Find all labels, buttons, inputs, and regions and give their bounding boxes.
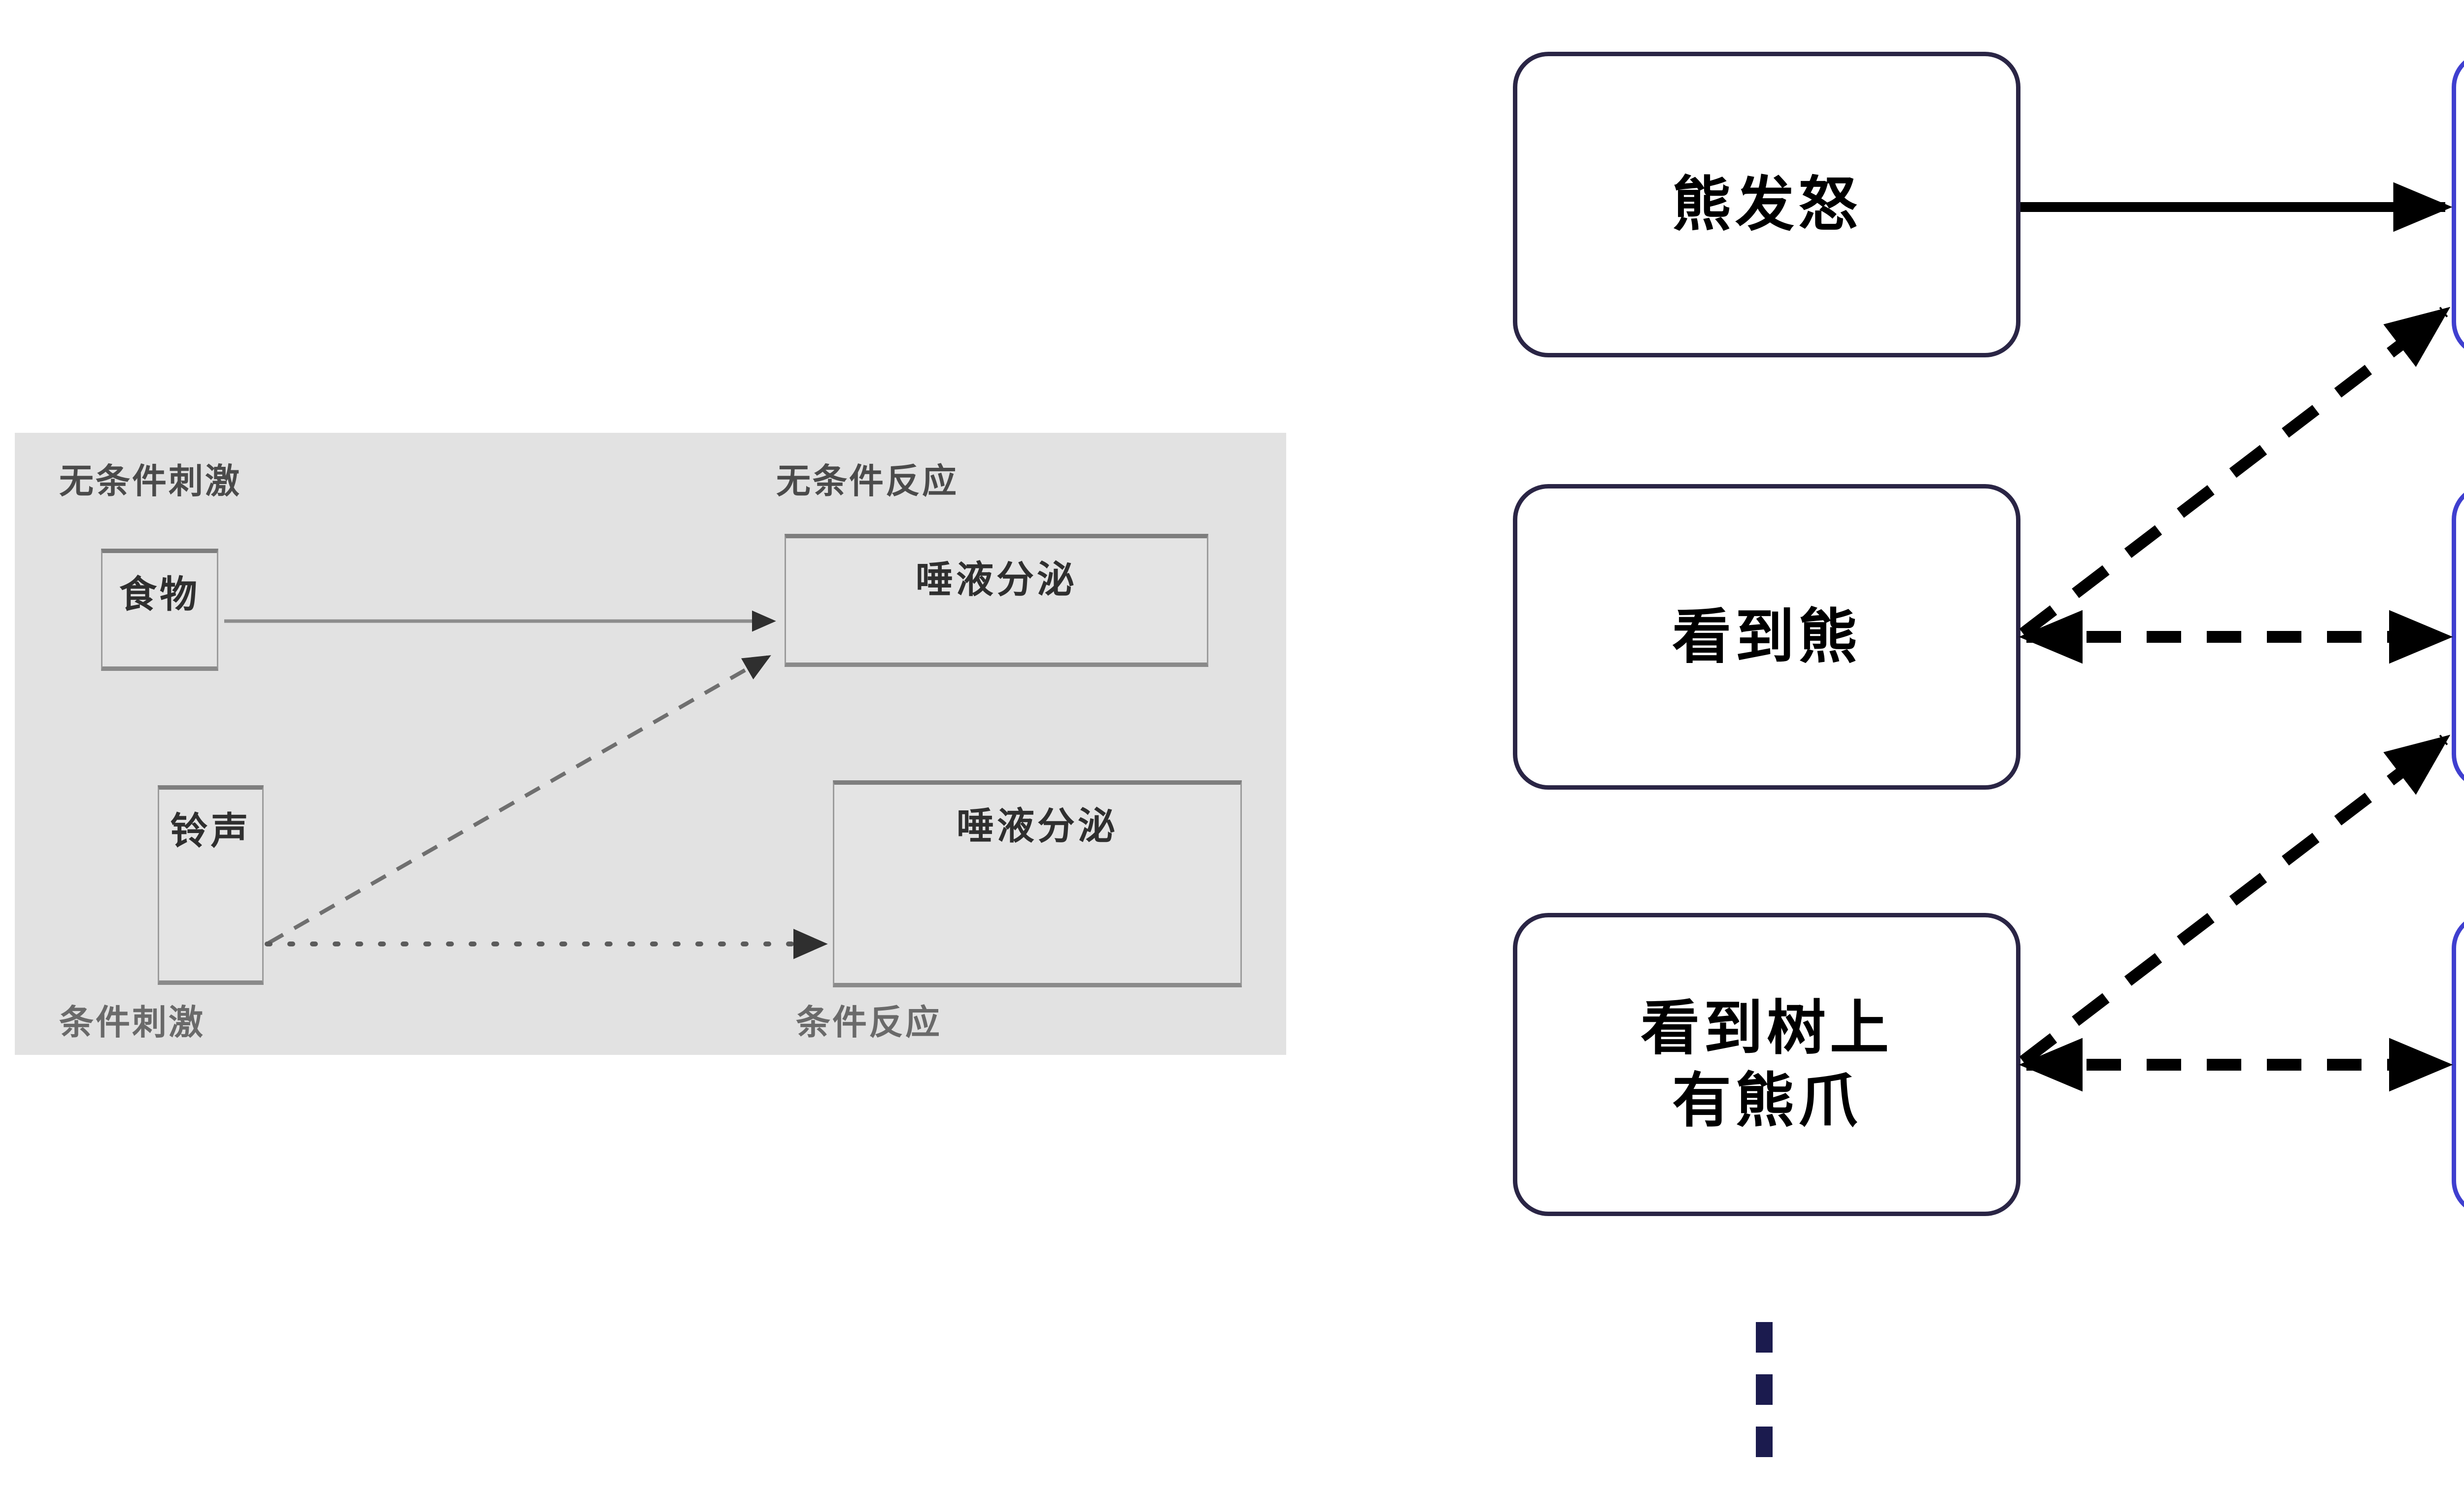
box-salivation-unconditioned: 唾液分泌 xyxy=(785,534,1208,667)
arrow-bell-to-salivation-diagonal xyxy=(268,655,771,945)
node-bear-angry[interactable]: 熊发怒 xyxy=(1513,52,2020,357)
label-unconditioned-response: 无条件反应 xyxy=(776,462,958,500)
node-see-bear[interactable]: 看到熊 xyxy=(1513,484,2020,790)
box-bell-label: 铃声 xyxy=(170,810,251,852)
box-bell: 铃声 xyxy=(158,785,264,985)
label-conditioned-stimulus: 条件刺激 xyxy=(59,1003,205,1042)
ellipsis-dot xyxy=(1756,1374,1773,1405)
arrow-see-bear-to-reward-diagonal xyxy=(2019,307,2451,638)
node-value-s[interactable]: V(s) xyxy=(2452,913,2464,1216)
box-food-label: 食物 xyxy=(119,574,200,616)
box-salivation-conditioned-label: 唾液分泌 xyxy=(957,805,1118,847)
classical-conditioning-panel: 无条件刺激 无条件反应 食物 唾液分泌 铃声 唾液分泌 条件刺激 条件反应 xyxy=(15,433,1286,1055)
ellipsis-dot xyxy=(1756,1322,1773,1353)
node-value-s-prime[interactable]: V(s′) xyxy=(2452,484,2464,790)
node-see-bear-claw[interactable]: 看到树上 有熊爪 xyxy=(1513,913,2020,1216)
classical-conditioning-arrows xyxy=(224,610,828,959)
node-reward[interactable]: 奖励 xyxy=(2452,52,2464,357)
label-unconditioned-stimulus: 无条件刺激 xyxy=(59,462,241,500)
node-see-bear-label: 看到熊 xyxy=(1672,603,1861,670)
box-food: 食物 xyxy=(101,549,218,671)
ellipsis-dot xyxy=(1756,1427,1773,1457)
node-see-bear-claw-label: 看到树上 有熊爪 xyxy=(1641,995,1893,1134)
node-bear-angry-label: 熊发怒 xyxy=(1672,171,1861,238)
arrow-see-claw-to-value-s-prime-diagonal xyxy=(2019,734,2451,1066)
box-salivation-conditioned: 唾液分泌 xyxy=(833,780,1242,987)
ellipsis-left-column xyxy=(1756,1322,1773,1457)
box-salivation-unconditioned-label: 唾液分泌 xyxy=(916,559,1077,601)
label-conditioned-response: 条件反应 xyxy=(796,1003,942,1042)
